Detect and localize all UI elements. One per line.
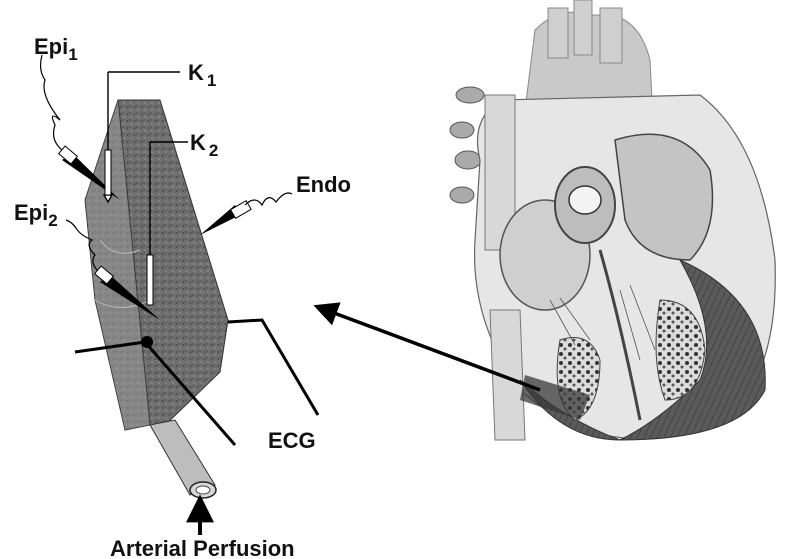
arch-vessel-3	[600, 8, 622, 63]
arch-vessel-2	[574, 0, 592, 55]
endo-wire	[245, 193, 292, 205]
epi1-wire	[41, 55, 62, 150]
arch-vessel-1	[548, 8, 568, 58]
label-epi2: Epi2	[14, 200, 58, 230]
ecg-lead-2	[228, 320, 318, 415]
label-endo: Endo	[296, 172, 351, 197]
perfusion-cannula	[150, 420, 216, 498]
label-arterial-perfusion: Arterial Perfusion	[110, 536, 295, 559]
endo-electrode-cap	[231, 201, 252, 219]
valve-opening	[569, 186, 601, 214]
label-ecg: ECG	[268, 428, 316, 453]
